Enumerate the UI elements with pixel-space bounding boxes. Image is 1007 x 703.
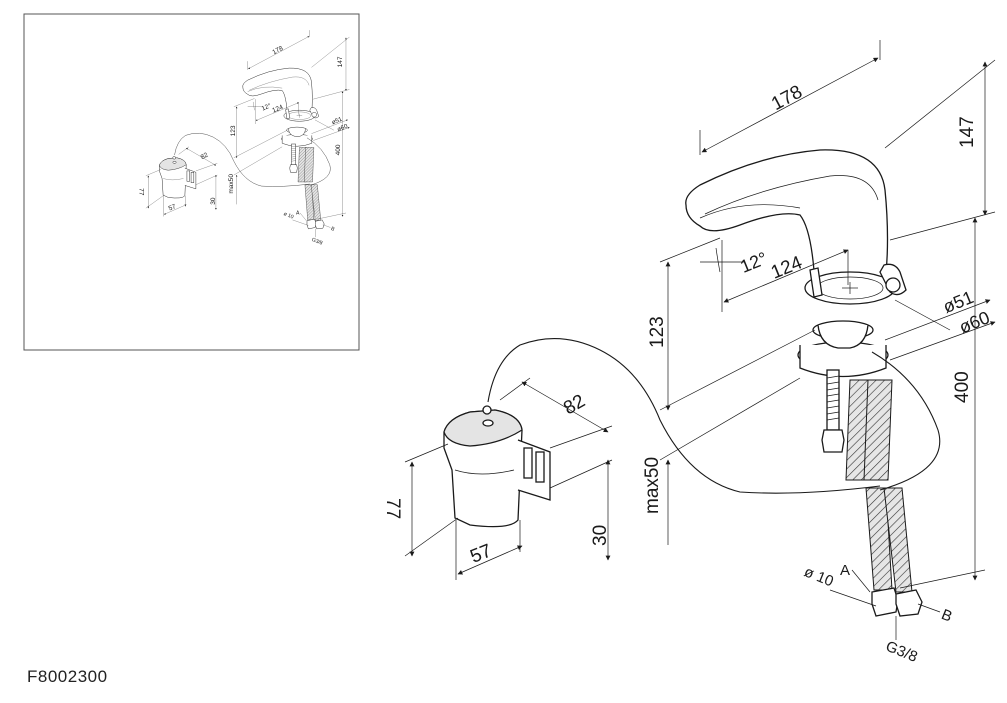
threaded-rod — [821, 369, 845, 453]
dim-400: 400 — [952, 371, 973, 403]
supply-hoses — [845, 379, 923, 617]
main-drawing: 178 147 12° 124 ø51 ø60 123 400 max50 82… — [382, 40, 996, 666]
mounting-base — [797, 320, 889, 378]
dim-30: 30 — [590, 525, 611, 546]
label-inlet-b: B — [939, 606, 955, 626]
dim-diameter-10: ø 10 — [802, 563, 836, 590]
thumbnail-view — [23, 13, 360, 351]
control-box — [443, 405, 551, 528]
dim-57: 57 — [467, 540, 494, 567]
dim-123: 123 — [647, 316, 668, 348]
label-thread: G3/8 — [883, 638, 920, 666]
product-code: F8002300 — [27, 667, 108, 686]
dim-77: 77 — [382, 498, 403, 519]
dim-82: 82 — [560, 391, 589, 420]
sensor-cable — [487, 338, 881, 494]
dimension-lines — [404, 40, 996, 640]
dim-max50: max50 — [642, 457, 663, 514]
label-inlet-a: A — [840, 562, 850, 579]
dim-124: 124 — [768, 252, 806, 284]
faucet-spout — [685, 149, 907, 305]
dim-147: 147 — [957, 116, 978, 148]
dim-angle: 12° — [737, 248, 770, 277]
dim-diameter-60: ø60 — [956, 307, 992, 337]
dim-178: 178 — [768, 82, 806, 115]
